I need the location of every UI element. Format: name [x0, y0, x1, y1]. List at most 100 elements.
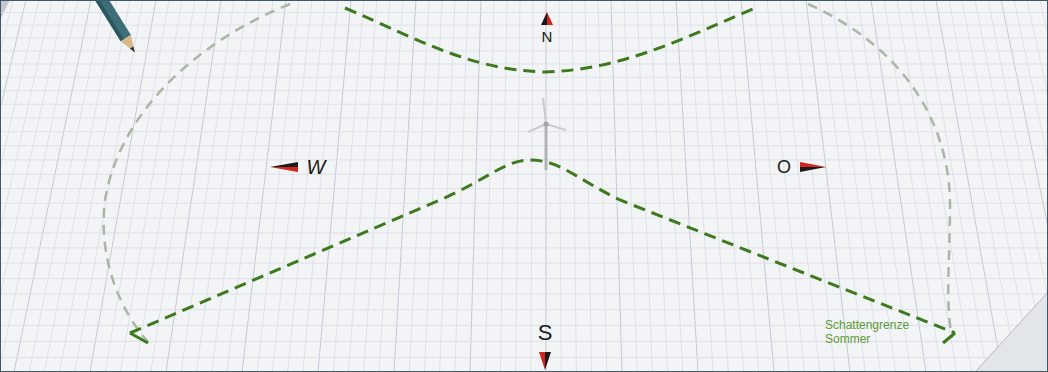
grid-line — [0, 25, 1048, 26]
grid-line — [819, 0, 865, 372]
grid-line — [949, 0, 1017, 372]
grid-line — [440, 0, 455, 372]
east-arrow — [800, 162, 826, 172]
grid-line — [0, 203, 1048, 204]
grid-line — [0, 218, 1048, 219]
grid-line — [871, 0, 926, 372]
grid-line — [975, 0, 1048, 372]
grid-line — [0, 159, 1048, 160]
west-arrow — [270, 162, 298, 172]
compass-east: O — [777, 157, 791, 178]
grid-line — [303, 0, 338, 372]
grid-line — [0, 37, 1048, 38]
grid-line — [936, 0, 1002, 372]
south-arrow — [539, 352, 551, 370]
grid-line — [181, 0, 234, 372]
grid-line — [516, 0, 520, 372]
boundary-end — [943, 333, 955, 343]
grid-line — [897, 0, 956, 372]
grid-line — [60, 0, 130, 372]
grid-line — [728, 0, 759, 372]
grid-line — [0, 188, 1048, 189]
grid-line — [0, 117, 1048, 118]
grid-line — [485, 0, 494, 372]
grid-line — [75, 0, 143, 372]
legend-note: Schattengrenze Sommer — [825, 319, 925, 347]
grid-line — [0, 90, 1048, 91]
grid-line — [44, 0, 117, 372]
grid-line — [663, 0, 683, 372]
grid-line — [0, 77, 1048, 78]
grid-line — [0, 0, 39, 372]
boundary-end — [130, 333, 148, 343]
set-square — [975, 292, 1048, 372]
grid-line — [0, 104, 1048, 105]
north-arrow — [541, 12, 553, 25]
grid-line — [166, 0, 221, 372]
grid-line — [962, 0, 1032, 372]
grid-line — [650, 0, 668, 372]
grid-line — [611, 0, 622, 372]
grid-line — [0, 294, 1048, 295]
grid-line — [910, 0, 972, 372]
grid-line — [793, 0, 835, 372]
grid-line — [409, 0, 429, 372]
outer-shadow-boundary — [808, 4, 952, 338]
grid-line — [741, 0, 774, 372]
grid-line — [715, 0, 744, 372]
outer-shadow-boundary — [104, 4, 290, 342]
grid-line — [598, 0, 607, 372]
grid-line — [0, 341, 1048, 342]
grid-line — [333, 0, 364, 372]
grid-line — [845, 0, 896, 372]
compass-west: W — [307, 156, 326, 179]
grid-line — [689, 0, 713, 372]
wind-turbine — [528, 98, 566, 170]
compass-south: S — [538, 320, 553, 345]
grid-line — [242, 0, 286, 372]
compass-north: N — [542, 28, 553, 45]
grid-line — [572, 0, 576, 372]
grid-line — [0, 0, 26, 372]
grid-line — [0, 309, 1048, 310]
grid-line — [676, 0, 698, 372]
grid-line — [624, 0, 637, 372]
grid-line — [0, 174, 1048, 175]
grid-line — [923, 0, 987, 372]
grid-line — [832, 0, 880, 372]
grid-line — [0, 232, 1048, 233]
grid-line — [424, 0, 442, 372]
grid-line — [806, 0, 850, 372]
grid-line — [379, 0, 403, 372]
grid-line — [0, 357, 1048, 358]
grid-line — [364, 0, 390, 372]
grid-line — [0, 50, 1048, 51]
grid-line — [0, 12, 1048, 13]
grid-line — [348, 0, 377, 372]
grid-line — [212, 0, 260, 372]
grid-line — [29, 0, 104, 372]
grid-line — [546, 0, 547, 372]
grid-line — [0, 263, 1048, 264]
shadow-boundary — [130, 160, 955, 333]
grid-line — [500, 0, 507, 372]
grid-line — [136, 0, 195, 372]
grid-line — [0, 145, 1048, 146]
grid-line — [288, 0, 325, 372]
grid-line — [196, 0, 247, 372]
grid-line — [702, 0, 728, 372]
grid-line — [754, 0, 789, 372]
grid-line — [227, 0, 273, 372]
pencil — [76, 0, 140, 56]
grid-line — [90, 0, 156, 372]
grid-line — [14, 0, 91, 372]
shadow-boundary — [345, 8, 755, 72]
grid-line — [0, 278, 1048, 279]
grid-line — [394, 0, 416, 372]
grid-line — [0, 64, 1048, 65]
